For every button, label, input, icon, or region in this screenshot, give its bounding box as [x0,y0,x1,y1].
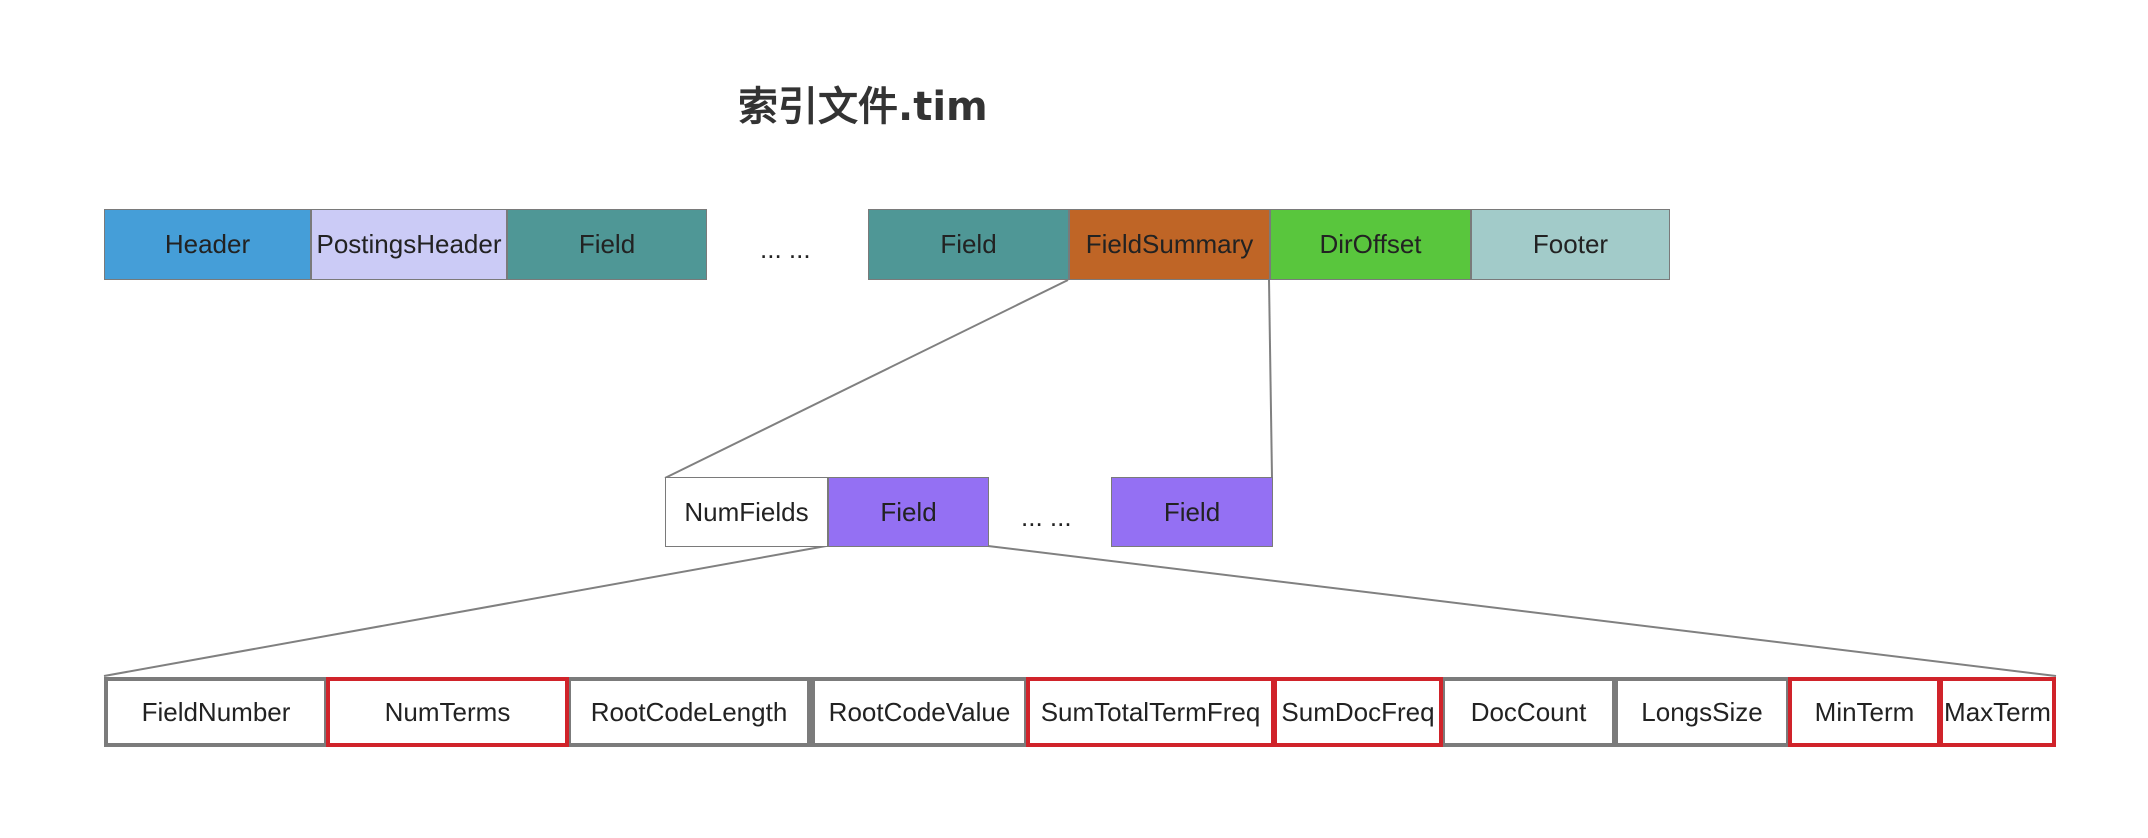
field-number-cell: FieldNumber [104,677,328,747]
summary-row-ellipsis: ... ... [1021,502,1072,532]
doc-count-cell: DocCount [1441,677,1616,747]
sum-total-term-freq-cell: SumTotalTermFreq [1026,677,1275,747]
num-terms-cell: NumTerms [326,677,569,747]
max-term-label: MaxTerm [1944,696,2051,727]
field-label-1: Field [578,229,636,259]
field-block-1: Field [507,209,707,280]
root-code-length-cell: RootCodeLength [567,677,811,747]
longs-size-cell: LongsSize [1614,677,1790,747]
field-number-label: FieldNumber [141,696,291,727]
num-terms-label: NumTerms [384,696,511,727]
field-label-2: Field [940,229,997,259]
header-label: Header [164,229,251,259]
min-term-cell: MinTerm [1788,677,1941,747]
num-fields-label: NumFields [684,496,809,527]
header-block: Header [104,209,311,280]
postings-header-block: PostingsHeader [311,209,507,280]
longs-size-label: LongsSize [1641,696,1763,727]
connector-field-left [103,545,827,677]
footer-block: Footer [1471,209,1670,280]
connector-field-right [987,545,2057,677]
dir-offset-label: DirOffset [1319,229,1422,259]
summary-field-label-2: Field [1163,496,1221,527]
dir-offset-block: DirOffset [1270,209,1471,280]
min-term-label: MinTerm [1814,696,1915,727]
max-term-cell: MaxTerm [1939,677,2056,747]
top-row-ellipsis: ... ... [760,234,811,264]
root-code-value-label: RootCodeValue [828,696,1011,727]
doc-count-label: DocCount [1470,696,1587,727]
footer-label: Footer [1532,229,1609,259]
root-code-length-label: RootCodeLength [590,696,788,727]
sum-total-term-freq-label: SumTotalTermFreq [1040,696,1261,727]
diagram-title: 索引文件.tim [738,84,988,130]
sum-doc-freq-cell: SumDocFreq [1273,677,1443,747]
num-fields-block: NumFields [665,477,828,547]
field-summary-block: FieldSummary [1069,209,1270,280]
sum-doc-freq-label: SumDocFreq [1281,696,1435,727]
postings-header-label: PostingsHeader [316,229,502,259]
connector-summary-left [664,279,1069,479]
root-code-value-cell: RootCodeValue [811,677,1028,747]
field-block-2: Field [868,209,1069,280]
summary-field-label-1: Field [880,496,937,527]
field-summary-label: FieldSummary [1085,229,1254,259]
connector-summary-right [1268,279,1273,479]
summary-field-block-1: Field [828,477,989,547]
summary-field-block-2: Field [1111,477,1273,547]
